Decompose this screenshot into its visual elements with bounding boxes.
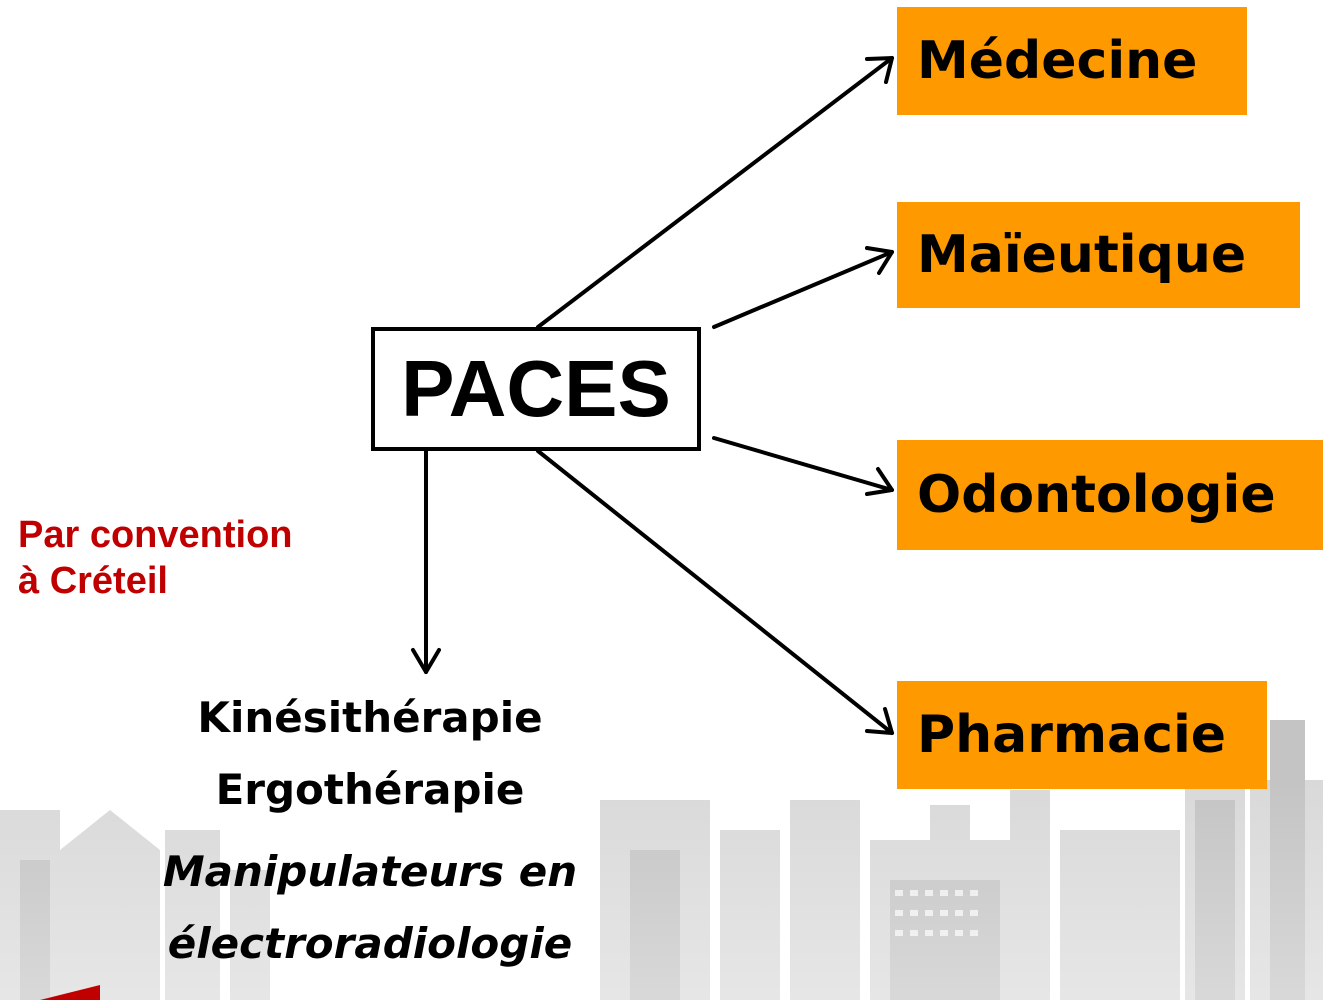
arrowhead-odontologie (865, 467, 894, 496)
arrowhead-medecine (865, 56, 894, 84)
arrow-to-odontologie (712, 436, 894, 492)
field-manipulateurs-line2: électroradiologie (167, 919, 573, 968)
target-label-odontologie: Odontologie (917, 465, 1276, 525)
arrow-to-maieutique (712, 250, 894, 329)
arrow-to-pharmacie (536, 449, 894, 735)
convention-note: Par convention à Créteil (18, 512, 378, 604)
corner-logo-mark (40, 985, 100, 1000)
convention-note-line: à Créteil (18, 560, 168, 602)
arrow-to-medecine (536, 56, 894, 329)
target-label-pharmacie: Pharmacie (917, 705, 1227, 765)
convention-fields: Kinésithérapie Ergothérapie Manipulateur… (120, 692, 620, 970)
center-node: PACES (371, 327, 701, 451)
center-label: PACES (401, 344, 671, 433)
arrowhead-convention-fields (411, 648, 441, 674)
field-kinesitherapie: Kinésithérapie (197, 693, 543, 742)
field-manipulateurs-line1: Manipulateurs en (162, 847, 578, 896)
target-node-medecine: Médecine (897, 7, 1247, 115)
arrowhead-maieutique (865, 246, 894, 275)
target-label-maieutique: Maïeutique (917, 225, 1247, 285)
target-node-maieutique: Maïeutique (897, 202, 1300, 308)
target-label-medecine: Médecine (917, 31, 1198, 91)
target-node-pharmacie: Pharmacie (897, 681, 1267, 789)
target-node-odontologie: Odontologie (897, 440, 1323, 550)
field-ergotherapie: Ergothérapie (215, 765, 525, 814)
arrowhead-pharmacie (865, 707, 894, 735)
convention-note-line: Par convention (18, 514, 293, 556)
